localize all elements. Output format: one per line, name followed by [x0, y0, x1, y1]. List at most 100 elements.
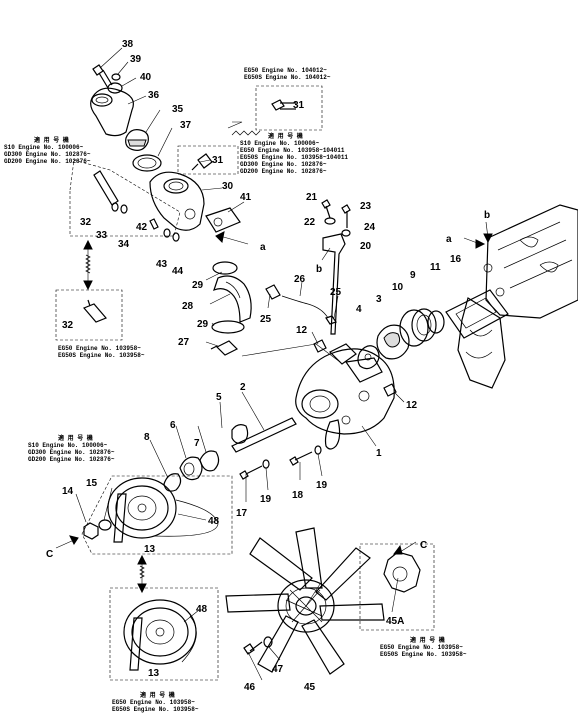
part-label-10: 10: [392, 282, 404, 293]
part-label-42: 42: [136, 222, 148, 233]
note-line: 適 用 号 機: [268, 132, 303, 140]
part-label-8: 8: [144, 432, 150, 443]
note-line: 適 用 号 機: [410, 636, 445, 644]
pulley-group: [55, 475, 233, 594]
part-label-48: 48: [208, 516, 220, 527]
sensor-32-inset: [55, 239, 123, 341]
part-label-15: 15: [86, 478, 98, 489]
note-line: GD300 Engine No. 102876~: [240, 161, 327, 168]
part-label-34: 34: [118, 239, 130, 250]
note-line: EG50S Engine No. 103958~: [380, 651, 467, 658]
part-label-21: 21: [306, 192, 318, 203]
part-label-18: 18: [292, 490, 304, 501]
svg-text:EG50 Engine No. 104012~EG50S: EG50 Engine No. 104012~EG50S Engine No. …: [244, 67, 331, 81]
part-label-40: 40: [140, 72, 152, 83]
marker-a-left: a: [260, 242, 266, 253]
part-label-32: 32: [80, 217, 92, 228]
coil-spring: [231, 130, 261, 136]
part-label-9: 9: [410, 270, 416, 281]
note-line: EG50 Engine No. 104012~: [244, 67, 327, 74]
part-label-33: 33: [96, 230, 108, 241]
part-label-22: 22: [304, 217, 316, 228]
shaft-bearings: [163, 417, 322, 492]
note-line: S10 Engine No. 100006~: [4, 144, 84, 151]
reference-arrows: [215, 121, 493, 261]
cooling-fan: [225, 527, 435, 675]
part-label-46: 46: [244, 682, 256, 693]
part-label-48-inset: 48: [196, 604, 208, 615]
part-label-6: 6: [170, 420, 176, 431]
note-line: EG50S Engine No. 103958~: [58, 352, 145, 359]
part-label-27: 27: [178, 337, 190, 348]
marker-labels: a a b b C C: [46, 210, 490, 560]
part-label-37: 37: [180, 120, 192, 131]
note-line: EG50 Engine No. 103958~104011: [240, 147, 345, 154]
leader-lines: [75, 47, 405, 681]
part-label-19-left: 19: [260, 494, 272, 505]
part-label-35: 35: [172, 104, 184, 115]
note-line: EG50 Engine No. 103958~: [112, 699, 195, 706]
part-label-26: 26: [294, 274, 306, 285]
part-label-47: 47: [272, 664, 284, 675]
note-line: GD200 Engine No. 102876~: [4, 158, 91, 165]
part-label-29-upper: 29: [192, 280, 204, 291]
note-line: EG50S Engine No. 103958~: [112, 706, 199, 713]
note-line: 適 用 号 機: [34, 136, 69, 144]
part-label-31: 31: [212, 155, 224, 166]
part-label-32-inset: 32: [62, 320, 74, 331]
part-label-45A: 45A: [386, 616, 404, 627]
part-label-30: 30: [222, 181, 234, 192]
part-label-36: 36: [148, 90, 160, 101]
note-line: EG50 Engine No. 103958~: [58, 345, 141, 352]
note-line: S10 Engine No. 100006~: [28, 442, 108, 449]
part-label-3: 3: [376, 294, 382, 305]
part-label-45: 45: [304, 682, 316, 693]
marker-b-bracket: b: [316, 264, 322, 275]
part-label-2: 2: [240, 382, 246, 393]
part-label-41: 41: [240, 192, 252, 203]
part-label-13: 13: [144, 544, 156, 555]
note-line: GD300 Engine No. 102876~: [4, 151, 91, 158]
part-label-14: 14: [62, 486, 74, 497]
part-label-11: 11: [430, 262, 441, 273]
part-label-44: 44: [172, 266, 184, 277]
part-label-43: 43: [156, 259, 168, 270]
note-line: EG50S Engine No. 104012~: [244, 74, 331, 81]
part-label-20: 20: [360, 241, 372, 252]
part-label-12-lower: 12: [406, 400, 418, 411]
part-label-31-top: 31: [293, 100, 305, 111]
part-label-38: 38: [122, 39, 134, 50]
note-line: S10 Engine No. 100006~: [240, 140, 320, 147]
part-label-23: 23: [360, 201, 372, 212]
part-label-29-lower: 29: [197, 319, 209, 330]
part-label-13-inset: 13: [148, 668, 160, 679]
note-line: 適 用 号 機: [58, 434, 93, 442]
part-label-7: 7: [194, 438, 200, 449]
note-line: GD200 Engine No. 102876~: [28, 456, 115, 463]
bolt-31-inset: [255, 85, 323, 131]
note-line: EG50 Engine No. 103958~: [380, 644, 463, 651]
note-line: 適 用 号 機: [140, 691, 175, 699]
marker-c-left: C: [46, 549, 53, 560]
note-top-right: EG50 Engine No. 104012~EG50S Engine No. …: [244, 67, 331, 81]
thermostat-cover-group: [69, 64, 337, 356]
marker-b-right: b: [484, 210, 490, 221]
water-pump-body: [295, 289, 509, 450]
bracket-group: [321, 199, 351, 335]
svg-text:EG50 Engine No. 103958~EG50S: EG50 Engine No. 103958~EG50S Engine No. …: [58, 345, 145, 359]
note-inset-32: EG50 Engine No. 103958~EG50S Engine No. …: [58, 345, 145, 359]
marker-c-right: C: [420, 540, 427, 551]
part-label-25: 25: [260, 314, 272, 325]
part-label-24: 24: [364, 222, 376, 233]
part-labels: 38 39 40 36 35 37 31 31 30 41 32 32 33 3…: [62, 39, 462, 693]
part-label-5: 5: [216, 392, 222, 403]
